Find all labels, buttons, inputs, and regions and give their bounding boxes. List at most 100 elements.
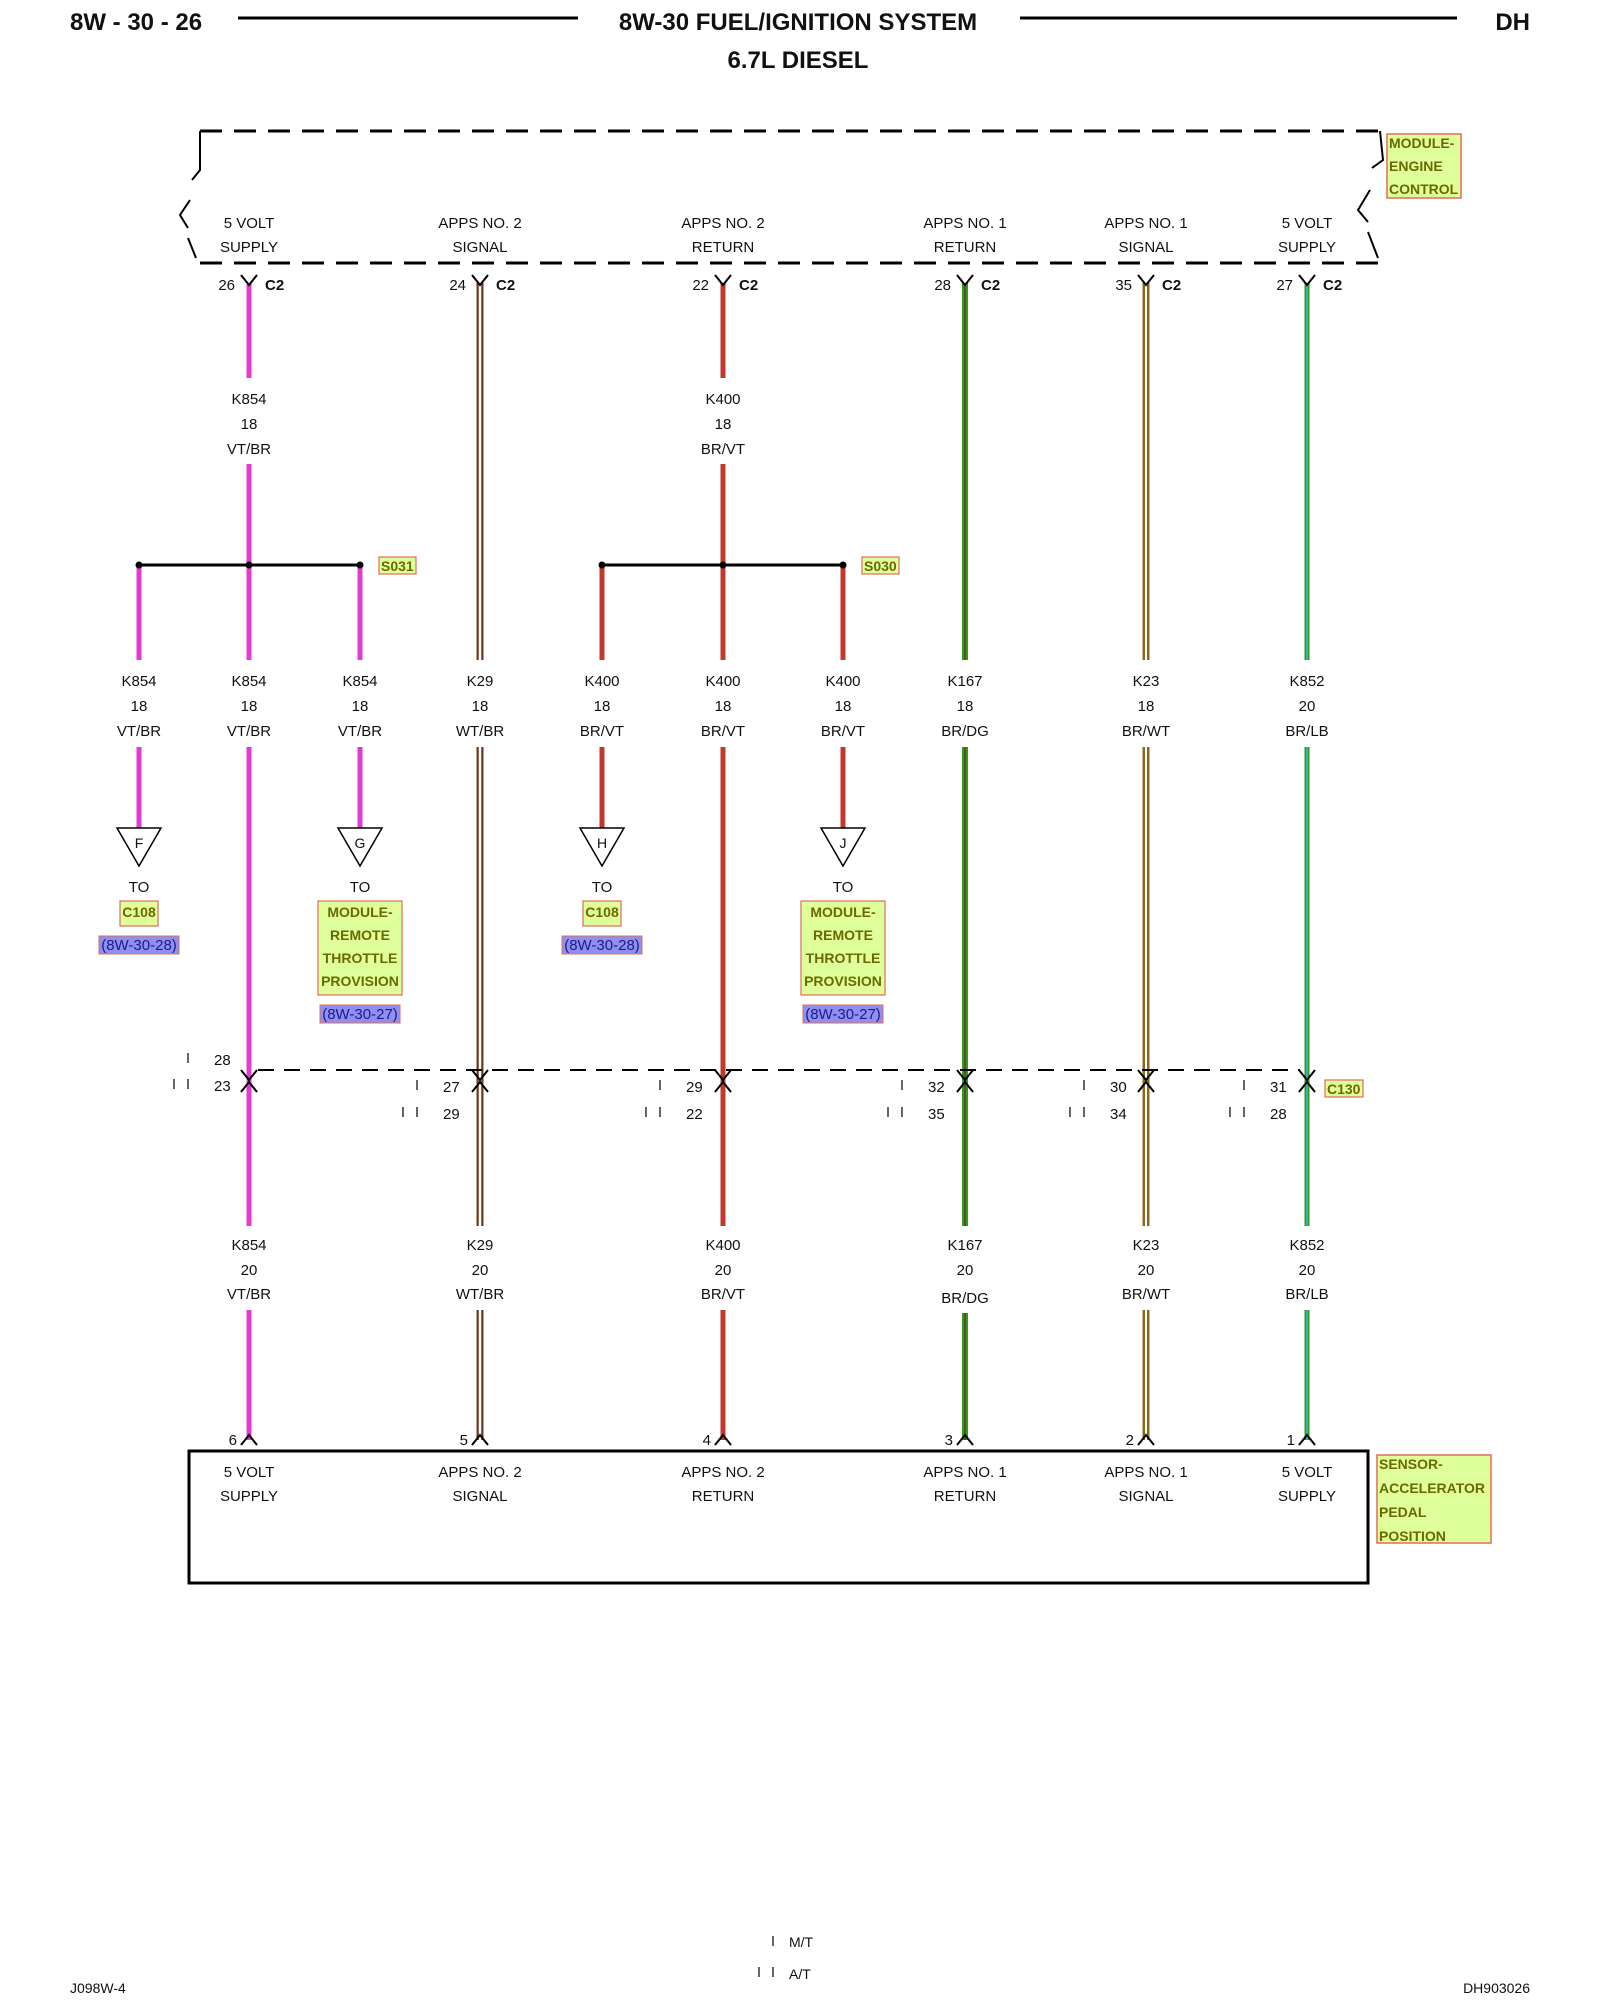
- splice-s031: S031: [135, 556, 417, 580]
- c130-pin-at: 35: [928, 1106, 945, 1123]
- ecm-pin-function: 5 VOLT: [1282, 215, 1333, 232]
- wire-circuit: K400: [584, 673, 619, 690]
- ecm-pin-number: 24: [449, 277, 466, 294]
- sensor-pin-number: 5: [460, 1432, 468, 1449]
- c130-pin-symbol: [956, 1080, 974, 1093]
- svg-text:SENSOR-: SENSOR-: [1379, 1456, 1443, 1472]
- c130-pin-symbol: [714, 1069, 732, 1082]
- ecm-pin-function: RETURN: [692, 239, 755, 256]
- wire-circuit: K29: [467, 673, 494, 690]
- ecm-pin-function: SIGNAL: [1118, 239, 1173, 256]
- wire-circuit: K852: [1289, 673, 1324, 690]
- ecm-pin-symbol: [956, 274, 974, 287]
- offpage-destination: REMOTE: [330, 927, 390, 943]
- offpage-connectors: FTOC108(8W-30-28)GTOMODULE-REMOTETHROTTL…: [98, 827, 886, 1024]
- offpage-ref-tag: [98, 935, 180, 955]
- ecm-pin-function: APPS NO. 1: [1104, 215, 1187, 232]
- wire-circuit: K854: [231, 391, 266, 408]
- offpage-letter: F: [135, 835, 144, 851]
- ecm-pin-function: 5 VOLT: [224, 215, 275, 232]
- wire-circuit: K854: [121, 673, 156, 690]
- sensor-pin-function: 5 VOLT: [224, 1464, 275, 1481]
- wire-color-code: BR/VT: [701, 723, 745, 740]
- sensor-pin-number: 4: [703, 1432, 711, 1449]
- offpage-to: TO: [350, 879, 371, 896]
- wire-color-code: WT/BR: [456, 1286, 504, 1303]
- offpage-page-ref: (8W-30-28): [564, 937, 640, 954]
- ecm-pin-symbol: [714, 274, 732, 287]
- ecm-pin-symbol: [471, 274, 489, 287]
- c130-pin-symbol: [1298, 1080, 1316, 1093]
- ecm-connector-id: C2: [1323, 277, 1342, 294]
- c130-pin-at: 29: [443, 1106, 460, 1123]
- wire-gauge: 20: [1299, 1262, 1316, 1279]
- sensor-pin-function: APPS NO. 2: [438, 1464, 521, 1481]
- sensor-pin-symbol: [1137, 1433, 1155, 1446]
- sensor-pin-function: SUPPLY: [1278, 1488, 1336, 1505]
- wire-gauge: 18: [1138, 698, 1155, 715]
- module-engine-control-outline: [178, 129, 1385, 265]
- svg-text:S031: S031: [381, 558, 414, 574]
- splice-s030: S030: [598, 556, 900, 580]
- section-code: DH: [1495, 9, 1530, 36]
- ecm-pin-number: 35: [1115, 277, 1132, 294]
- label-backing: [807, 668, 879, 740]
- wire-color-code: BR/WT: [1122, 1286, 1170, 1303]
- ecm-pin-symbol: [1298, 274, 1316, 287]
- wire-gauge: 20: [1138, 1262, 1155, 1279]
- c130-pin-at: 28: [1270, 1106, 1287, 1123]
- c130-pin-symbol: [471, 1080, 489, 1093]
- offpage-connector-j: JTOMODULE-REMOTETHROTTLEPROVISION(8W-30-…: [800, 827, 886, 1024]
- c130-pin-mt: 32: [928, 1079, 945, 1096]
- offpage-letter: H: [597, 835, 607, 851]
- sensor-pin-function: APPS NO. 1: [923, 1464, 1006, 1481]
- wire-color-code: BR/LB: [1285, 723, 1328, 740]
- svg-text:POSITION: POSITION: [1379, 1528, 1446, 1544]
- offpage-dest-tag: [800, 900, 886, 996]
- offpage-to: TO: [833, 879, 854, 896]
- wire-gauge: 20: [715, 1262, 732, 1279]
- offpage-dest-tag: [119, 900, 159, 927]
- wire-circuit: K23: [1133, 1237, 1160, 1254]
- label-backing: [687, 1226, 759, 1310]
- offpage-connector-g: GTOMODULE-REMOTETHROTTLEPROVISION(8W-30-…: [317, 827, 403, 1024]
- offpage-destination: PROVISION: [804, 973, 882, 989]
- wire-gauge: 18: [241, 698, 258, 715]
- wire-color-code: BR/VT: [701, 1286, 745, 1303]
- ecm-pin-function: SUPPLY: [1278, 239, 1336, 256]
- offpage-ref-tag: [802, 1004, 884, 1024]
- wire-circuit: K400: [705, 391, 740, 408]
- footer-right: DH903026: [1463, 1980, 1530, 1996]
- offpage-destination: REMOTE: [813, 927, 873, 943]
- sensor-pin-number: 2: [1126, 1432, 1134, 1449]
- sensor-pin-symbol: [471, 1433, 489, 1446]
- connector-pins: [173, 274, 1316, 1446]
- wire-color-code: VT/BR: [227, 441, 271, 458]
- wire-gauge: 18: [715, 416, 732, 433]
- wire-circuit: K854: [231, 1237, 266, 1254]
- ecm-pin-number: 27: [1276, 277, 1293, 294]
- ecm-pin-function: APPS NO. 2: [438, 215, 521, 232]
- wire-color-code: VT/BR: [227, 1286, 271, 1303]
- wire-color-code: BR/DG: [941, 1290, 989, 1307]
- c130-pin-symbol: [240, 1069, 258, 1082]
- wire-circuit: K400: [705, 673, 740, 690]
- c130-pin-mt: 31: [1270, 1079, 1287, 1096]
- offpage-page-ref: (8W-30-28): [101, 937, 177, 954]
- ecm-connector-id: C2: [981, 277, 1000, 294]
- c130-pin-symbol: [956, 1069, 974, 1082]
- legend-mt: M/T: [789, 1934, 814, 1950]
- wire-circuit: K400: [705, 1237, 740, 1254]
- wire-color-code: BR/VT: [580, 723, 624, 740]
- offpage-arrow: [578, 827, 626, 868]
- offpage-ref-tag: [561, 935, 643, 955]
- wire-gauge: 18: [241, 416, 258, 433]
- offpage-to: TO: [129, 879, 150, 896]
- wire-color-code: BR/VT: [821, 723, 865, 740]
- c130-pin-mt: 29: [686, 1079, 703, 1096]
- sensor-pin-function: APPS NO. 1: [1104, 1464, 1187, 1481]
- offpage-destination: PROVISION: [321, 973, 399, 989]
- label-backing: [444, 668, 516, 740]
- c130-pin-symbol: [1298, 1069, 1316, 1082]
